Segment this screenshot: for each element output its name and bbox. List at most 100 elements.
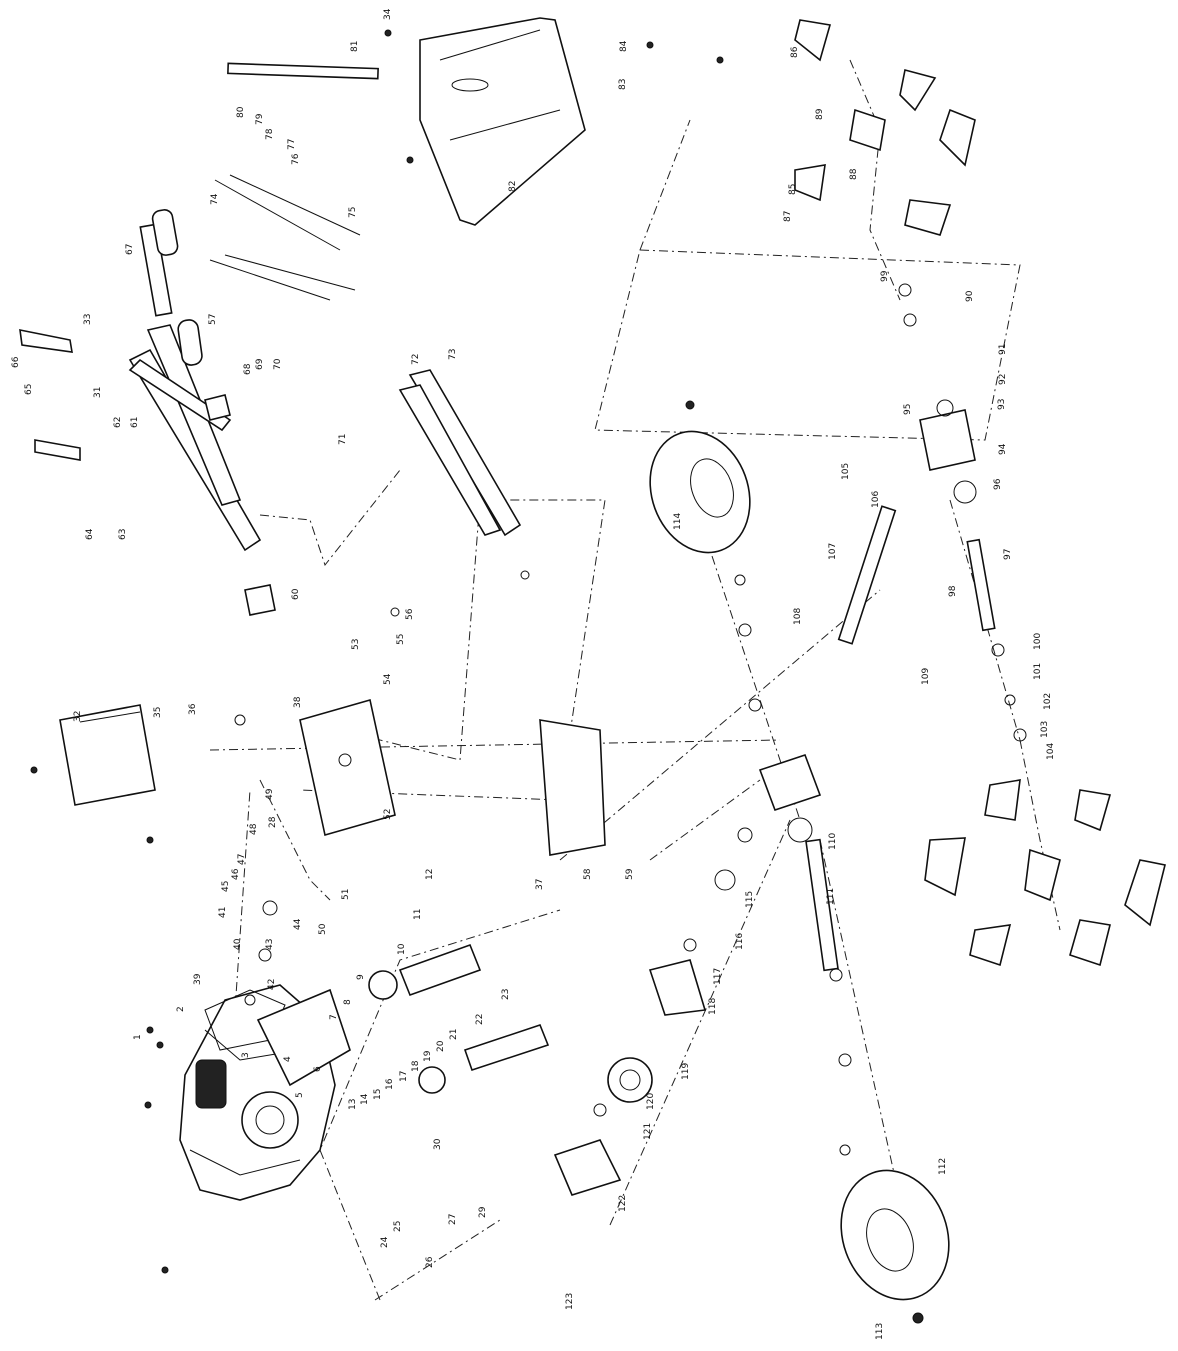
callout-115: 115 — [745, 891, 755, 908]
callout-47: 47 — [237, 854, 247, 865]
callout-63: 63 — [118, 529, 128, 540]
callout-1: 1 — [133, 1034, 143, 1040]
callout-82: 82 — [508, 181, 518, 192]
callout-labels: 1 2 3 4 5 6 7 8 9 10 11 12 13 14 15 16 1… — [11, 8, 1056, 1340]
control-rods — [209, 174, 361, 301]
callout-6: 6 — [313, 1066, 323, 1072]
callout-116: 116 — [735, 933, 745, 950]
callout-35: 35 — [153, 707, 163, 718]
callout-23: 23 — [501, 989, 511, 1000]
callout-48: 48 — [249, 823, 259, 835]
callout-94: 94 — [998, 443, 1008, 455]
callout-62: 62 — [113, 417, 123, 428]
callout-81: 81 — [350, 41, 360, 52]
callout-45: 45 — [221, 881, 231, 892]
callout-2: 2 — [176, 1006, 186, 1012]
callout-99: 99 — [880, 270, 890, 282]
callout-117: 117 — [713, 968, 723, 985]
callout-69: 69 — [255, 358, 265, 370]
callout-42: 42 — [267, 979, 277, 990]
hardware-small-parts — [30, 29, 1027, 1324]
callout-28: 28 — [268, 816, 278, 828]
callout-74: 74 — [210, 193, 220, 205]
callout-90: 90 — [965, 290, 975, 302]
callout-25: 25 — [393, 1221, 403, 1232]
cover-plate-118 — [648, 959, 707, 1016]
callout-70: 70 — [273, 358, 283, 370]
callout-34: 34 — [383, 8, 393, 20]
callout-75: 75 — [348, 207, 358, 218]
chain-cover-box — [59, 704, 156, 806]
callout-26: 26 — [425, 1256, 435, 1268]
callout-19: 19 — [423, 1050, 433, 1062]
callout-8: 8 — [343, 999, 353, 1005]
callout-101: 101 — [1033, 663, 1043, 680]
callout-114: 114 — [673, 513, 683, 530]
callout-98: 98 — [948, 585, 958, 597]
callout-102: 102 — [1043, 693, 1053, 710]
pulley-shield — [553, 1139, 622, 1196]
callout-54: 54 — [383, 673, 393, 685]
callout-46: 46 — [231, 868, 241, 880]
callout-110: 110 — [828, 833, 838, 850]
callout-53: 53 — [351, 639, 361, 650]
callout-104: 104 — [1046, 743, 1056, 760]
callout-65: 65 — [24, 384, 34, 395]
assembly-guide-lines — [209, 59, 1061, 1301]
callout-95: 95 — [903, 404, 913, 415]
callout-49: 49 — [265, 788, 275, 800]
callout-119: 119 — [681, 1063, 691, 1080]
callout-103: 103 — [1040, 721, 1050, 738]
callout-105: 105 — [841, 463, 851, 480]
callout-14: 14 — [360, 1093, 370, 1105]
callout-29: 29 — [478, 1206, 488, 1218]
callout-111: 111 — [826, 888, 836, 905]
side-housing-plate — [539, 719, 606, 856]
callout-56: 56 — [405, 608, 415, 620]
callout-97: 97 — [1003, 549, 1013, 560]
handlebar-assembly — [19, 209, 276, 616]
callout-61: 61 — [130, 417, 140, 428]
callout-123: 123 — [565, 1293, 575, 1310]
callout-64: 64 — [85, 528, 95, 540]
callout-36: 36 — [188, 703, 198, 715]
callout-60: 60 — [291, 588, 301, 600]
callout-58: 58 — [583, 868, 593, 880]
callout-40: 40 — [233, 938, 243, 950]
callout-11: 11 — [413, 909, 423, 920]
callout-80: 80 — [236, 106, 246, 118]
wheel-right — [840, 1169, 950, 1301]
callout-100: 100 — [1033, 633, 1043, 650]
callout-68: 68 — [243, 363, 253, 375]
callout-21: 21 — [449, 1029, 459, 1040]
callout-88: 88 — [849, 168, 859, 180]
wheel-frame-bracket — [398, 369, 522, 537]
callout-43: 43 — [265, 939, 275, 950]
callout-96: 96 — [993, 478, 1003, 490]
callout-112: 112 — [938, 1158, 948, 1175]
callout-27: 27 — [448, 1214, 458, 1225]
callout-87: 87 — [783, 211, 793, 222]
callout-9: 9 — [356, 974, 366, 980]
callout-12: 12 — [425, 869, 435, 880]
drive-belt-upper — [398, 943, 482, 997]
front-gearbox — [758, 753, 822, 812]
callout-59: 59 — [625, 868, 635, 880]
callout-106: 106 — [871, 491, 881, 508]
callout-66: 66 — [11, 356, 21, 368]
callout-15: 15 — [373, 1089, 383, 1100]
callout-73: 73 — [448, 349, 458, 360]
callout-55: 55 — [396, 634, 406, 645]
gear-housing-plate — [299, 698, 396, 837]
callout-78: 78 — [265, 128, 275, 140]
callout-51: 51 — [341, 889, 351, 900]
callout-32: 32 — [73, 711, 83, 722]
callout-30: 30 — [433, 1138, 443, 1150]
callout-85: 85 — [788, 184, 798, 195]
tines-upper — [794, 19, 976, 236]
callout-83: 83 — [618, 79, 628, 90]
callout-37: 37 — [535, 879, 545, 890]
callout-89: 89 — [815, 108, 825, 120]
rear-bar — [227, 62, 379, 80]
callout-109: 109 — [921, 668, 931, 685]
